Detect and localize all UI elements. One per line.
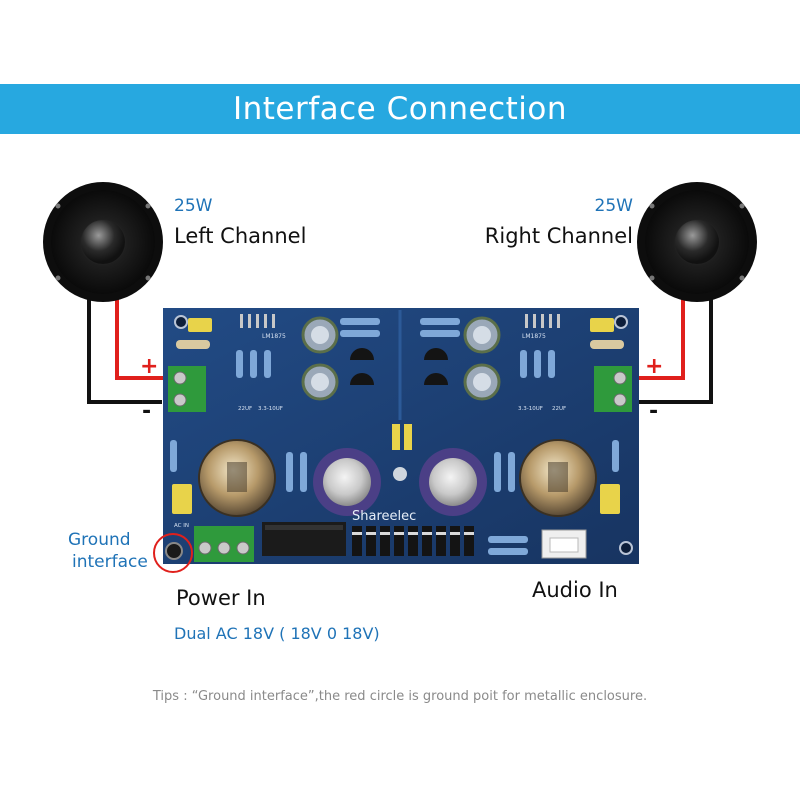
- right-minus-mark: -: [649, 399, 658, 424]
- right-positive-wire: [630, 292, 685, 380]
- chip-label-right: LM1875: [522, 333, 546, 340]
- left-channel-label: Left Channel: [174, 224, 307, 248]
- left-positive-wire: [115, 292, 170, 380]
- right-channel-label: Right Channel: [484, 224, 633, 248]
- chip-label-left: LM1875: [262, 333, 286, 340]
- ground-label-line1: Ground: [68, 530, 131, 550]
- amplifier-board: LM1875 LM1875: [163, 308, 639, 564]
- ground-label-line2: interface: [72, 552, 148, 572]
- left-speaker-terminal: [168, 366, 206, 412]
- right-speaker-terminal: [594, 366, 632, 412]
- power-spec-label: Dual AC 18V ( 18V 0 18V): [174, 624, 380, 643]
- cap-label-left-a: 22UF: [238, 406, 252, 412]
- title-banner: Interface Connection: [0, 84, 800, 134]
- left-negative-wire: [87, 290, 162, 404]
- right-speaker-dome: [675, 220, 719, 264]
- power-in-label: Power In: [176, 586, 266, 610]
- audio-input-connector: [541, 529, 587, 559]
- speaker-wires: [87, 290, 713, 404]
- power-terminal: [194, 526, 254, 562]
- right-speaker: [637, 182, 757, 302]
- left-speaker-dome: [81, 220, 125, 264]
- right-speaker-power: 25W: [594, 196, 633, 216]
- left-speaker: [43, 182, 163, 302]
- right-negative-wire: [638, 290, 713, 404]
- cap-label-left-b: 3.3-10UF: [258, 406, 283, 412]
- left-plus-mark: +: [140, 354, 158, 379]
- right-plus-mark: +: [645, 354, 663, 379]
- ground-highlight-circle: [153, 533, 193, 573]
- cap-label-right-a: 3.3-10UF: [518, 406, 543, 412]
- ac-in-label: AC IN: [174, 523, 189, 529]
- left-minus-mark: -: [142, 399, 151, 424]
- board-brand: Shareelec: [352, 509, 416, 524]
- ground-screw: [165, 542, 183, 560]
- left-speaker-power: 25W: [174, 196, 213, 216]
- page-title: Interface Connection: [232, 91, 568, 127]
- cap-label-right-b: 22UF: [552, 406, 566, 412]
- footer-tip: Tips : “Ground interface”,the red circle…: [152, 689, 648, 704]
- audio-in-label: Audio In: [532, 578, 618, 602]
